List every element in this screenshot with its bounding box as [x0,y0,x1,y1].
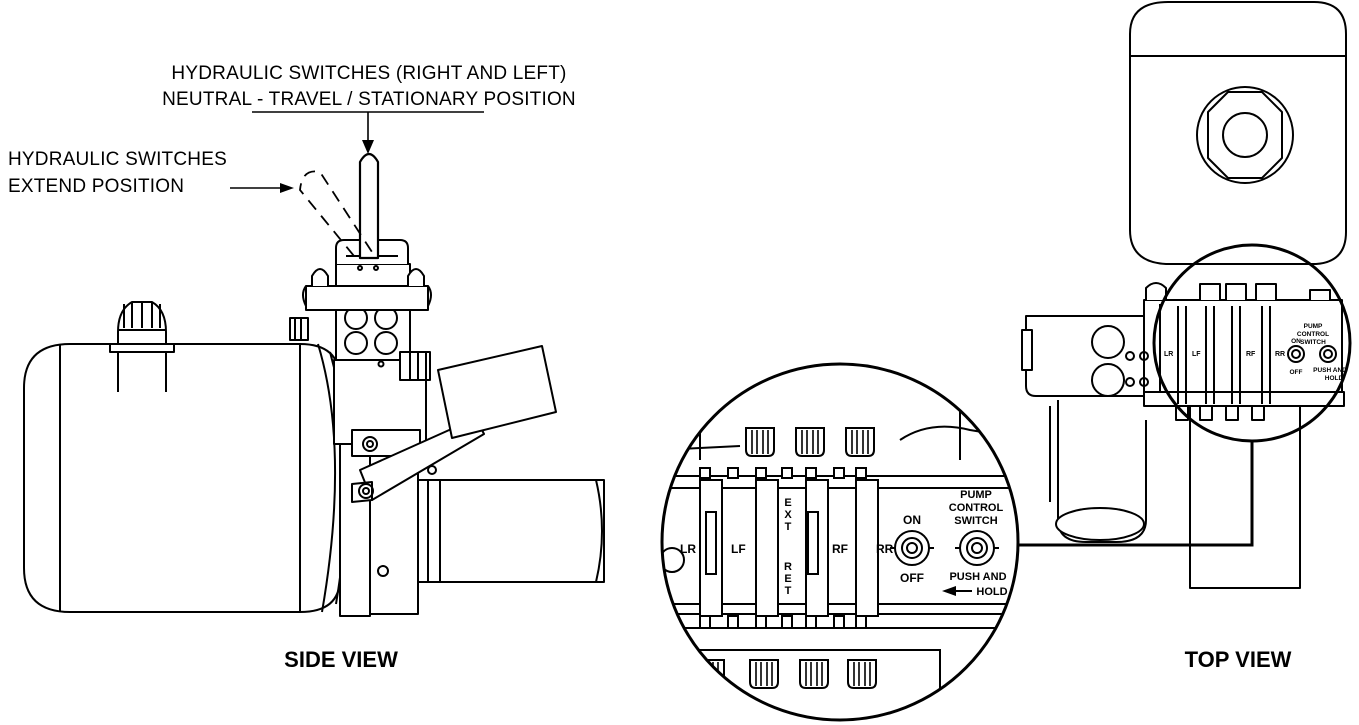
top-label-rf-small: RF [1246,351,1256,358]
detail-leader-line [1016,441,1254,547]
detail-label-ext-x: X [784,509,792,521]
top-label-hold-small: HOLD [1325,375,1344,382]
detail-label-pump: PUMP [960,489,992,501]
detail-label-ext-t: T [785,521,792,533]
extend-callout-line2: EXTEND POSITION [8,176,185,197]
top-label-lr-small: LR [1164,351,1173,358]
top-view-title: TOP VIEW [1184,647,1292,672]
detail-label-ret-e: E [784,573,791,585]
detail-label-hold: HOLD [976,586,1007,598]
detail-label-on: ON [903,513,921,527]
detail-label-lf: LF [731,542,746,556]
neutral-callout-line2: NEUTRAL - TRAVEL / STATIONARY POSITION [162,89,576,110]
detail-label-push-and: PUSH AND [949,571,1006,583]
top-label-pump-small: PUMP [1304,323,1323,330]
detail-label-switch: SWITCH [954,515,997,527]
detail-magnified-view: LR LF E X T R E T RF RR ON OFF PUMP CONT… [662,364,1018,720]
detail-label-rr: RR [876,542,894,556]
detail-circle-outline [660,362,1020,722]
extend-callout-line1: HYDRAULIC SWITCHES [8,149,227,170]
detail-label-rf: RF [832,542,848,556]
detail-label-ext-e: E [784,497,791,509]
top-label-off-small: OFF [1290,369,1303,376]
top-label-on-small: ON [1291,338,1301,345]
detail-label-lr: LR [680,542,696,556]
top-label-lf-small: LF [1192,351,1201,358]
top-label-rr-small: RR [1275,351,1285,358]
side-view-drawing [23,152,605,617]
neutral-callout-line1: HYDRAULIC SWITCHES (RIGHT AND LEFT) [171,63,567,84]
detail-label-ret-r: R [784,561,792,573]
side-view-title: SIDE VIEW [284,647,398,672]
extend-callout-arrowhead [280,183,294,193]
detail-label-off: OFF [900,571,924,585]
top-label-push-small: PUSH AND [1313,367,1347,374]
neutral-callout-arrowhead [362,140,374,154]
detail-label-control: CONTROL [949,502,1004,514]
top-label-control-small: CONTROL [1297,331,1329,338]
extend-position-lever [299,170,373,257]
top-view-drawing [1021,1,1347,589]
top-label-switch-small: SWITCH [1300,339,1326,346]
detail-label-ret-t: T [785,585,792,597]
